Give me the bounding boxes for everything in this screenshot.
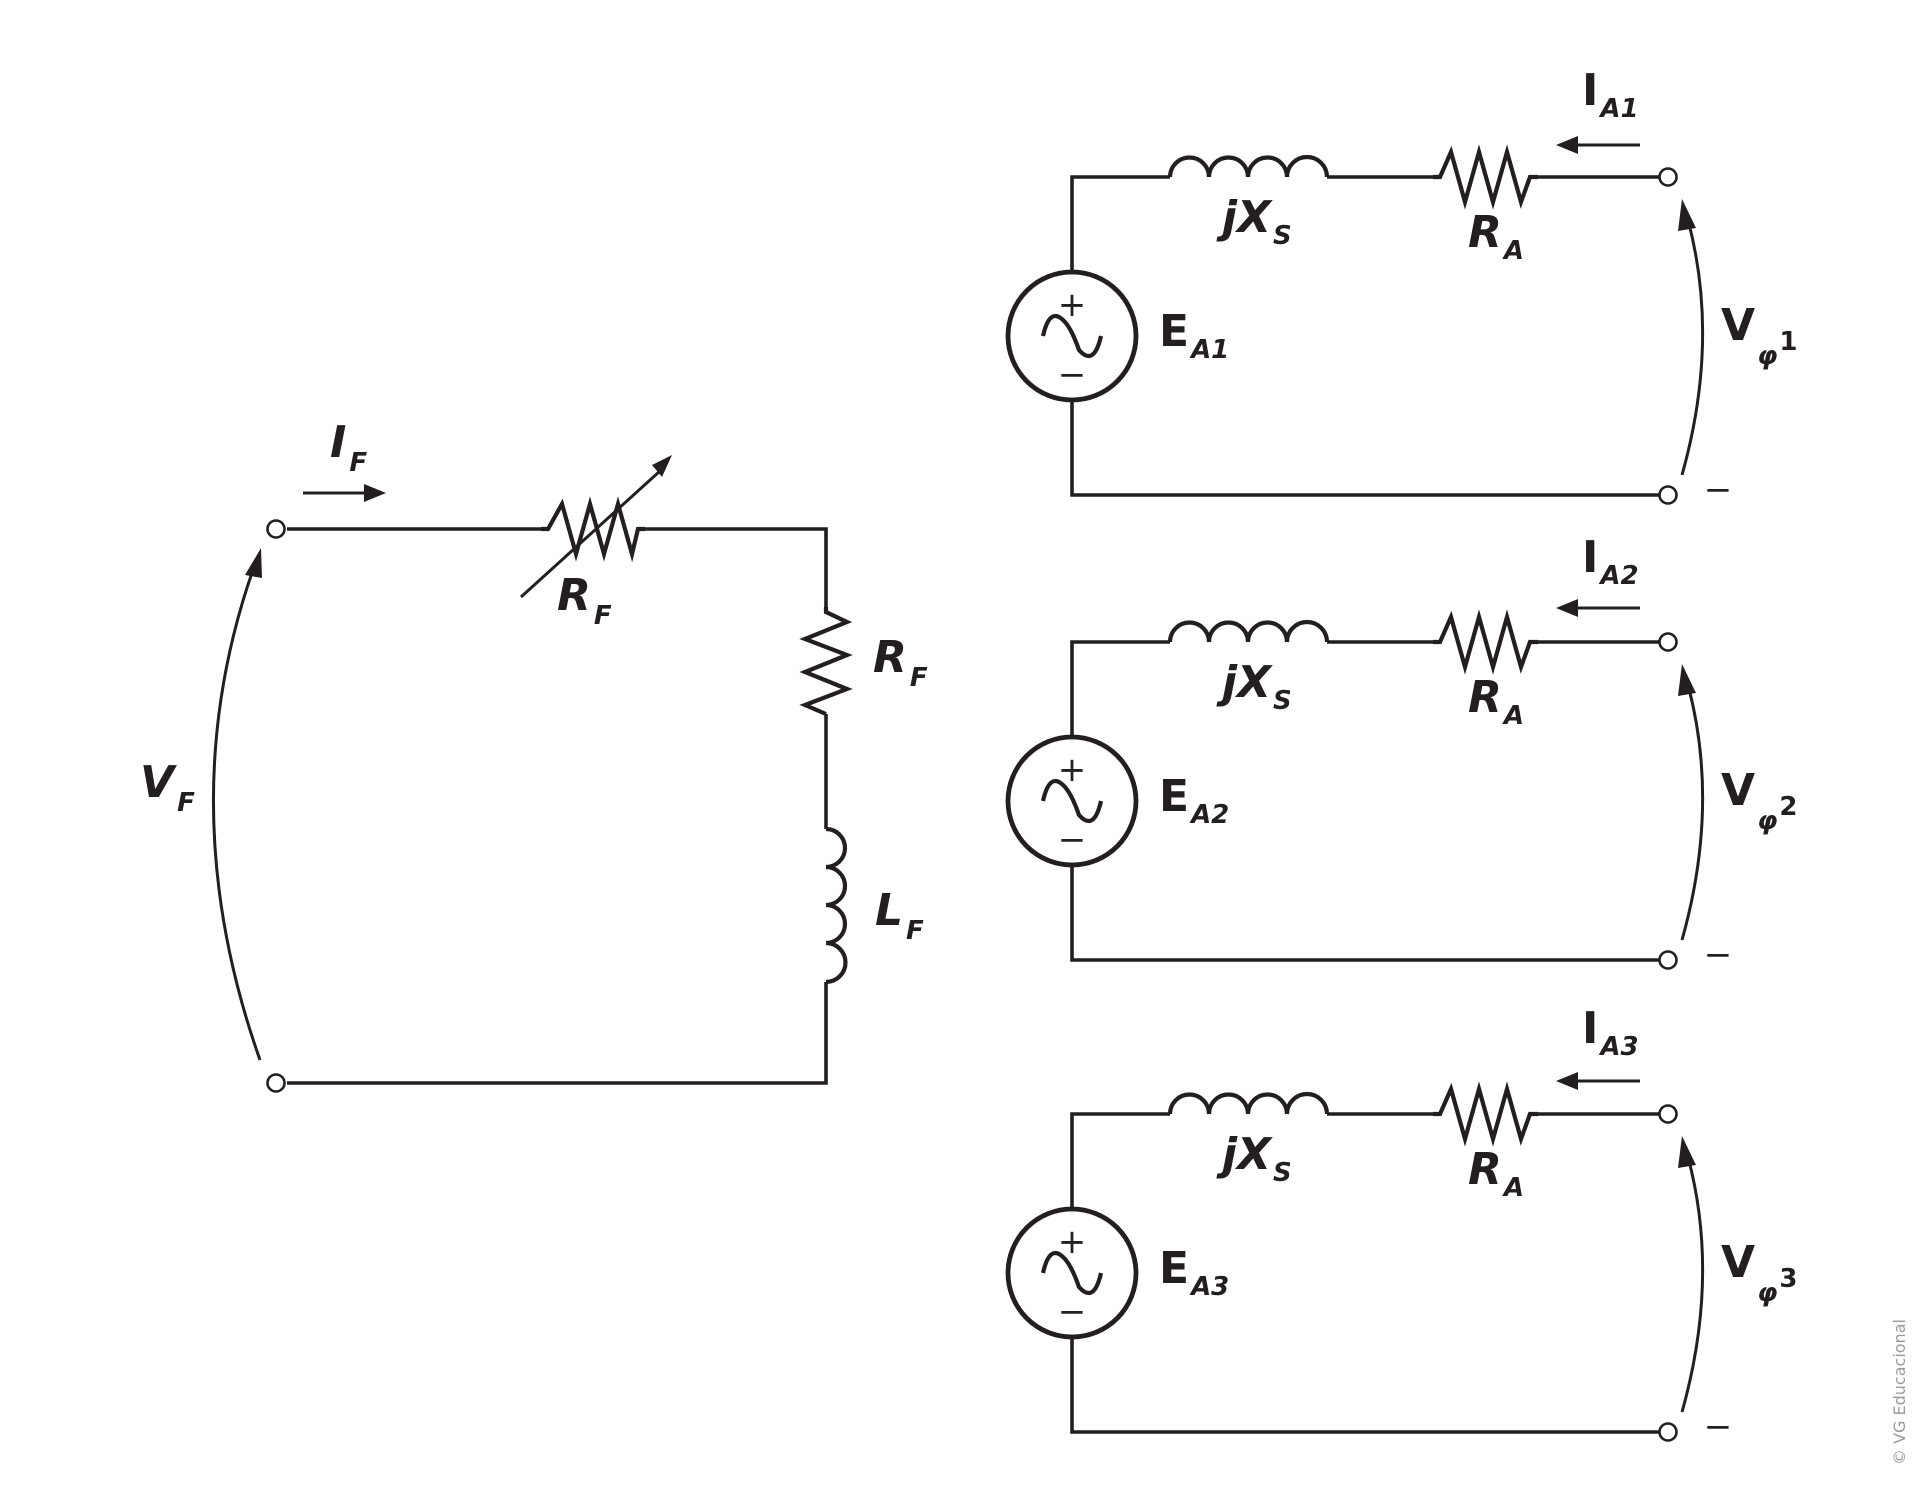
phase-1-current-label: IA1 bbox=[1582, 65, 1639, 124]
phase-2-resistor bbox=[1433, 609, 1538, 675]
phase-3-reactance-label: jXS bbox=[1216, 1129, 1292, 1188]
phase-1-resistance-label: RA bbox=[1468, 207, 1524, 266]
phase-circuit-2: + − − IA2 jXS RA EA2 Vφ2 bbox=[1005, 532, 1798, 975]
phase-1-terminal-top bbox=[1658, 167, 1678, 187]
sine-wave-icon bbox=[1040, 1250, 1104, 1296]
phase-3-left-wire bbox=[1070, 1112, 1170, 1209]
credit-text: © VG Educacional bbox=[1890, 1319, 1909, 1465]
phase-3-terminal-minus: − bbox=[1704, 1407, 1733, 1447]
sine-wave-icon bbox=[1040, 778, 1104, 824]
field-resistor bbox=[799, 607, 853, 716]
phase-3-minus: − bbox=[1058, 1292, 1087, 1332]
phase-1-inductor bbox=[1167, 154, 1330, 178]
phase-2-voltage-label: Vφ2 bbox=[1721, 765, 1798, 836]
armature-phases: + − − IA1 jXS RA EA1 Vφ1 bbox=[1005, 65, 1798, 1447]
phase-2-inductor bbox=[1167, 619, 1330, 643]
phase-1-left-wire bbox=[1070, 175, 1170, 272]
phase-1-minus: − bbox=[1058, 355, 1087, 395]
phase-3-emf-label: EA3 bbox=[1159, 1243, 1229, 1302]
phase-3-voltage-arc bbox=[1680, 1156, 1705, 1413]
phase-1-voltage-arc-head bbox=[1678, 199, 1696, 231]
phase-1-voltage-arc bbox=[1680, 219, 1705, 476]
phase-3-voltage-arc-head bbox=[1678, 1136, 1696, 1168]
phase-3-resistor bbox=[1433, 1081, 1538, 1147]
phase-2-terminal-bottom bbox=[1658, 950, 1678, 970]
field-current-arrow-head bbox=[364, 484, 386, 502]
phase-3-current-label: IA3 bbox=[1582, 1003, 1639, 1062]
field-terminal-top bbox=[266, 519, 286, 539]
phase-3-source-bottom-wire bbox=[1070, 1337, 1659, 1434]
phase-1-voltage-label: Vφ1 bbox=[1721, 300, 1798, 371]
phase-2-current-arrow-head bbox=[1556, 599, 1578, 617]
field-terminal-bottom bbox=[266, 1073, 286, 1093]
field-bottom-wire bbox=[287, 982, 828, 1085]
field-top-wire-right bbox=[645, 527, 828, 607]
phase-2-terminal-top bbox=[1658, 632, 1678, 652]
field-adjustable-resistor bbox=[541, 496, 645, 563]
phase-circuit-3: + − − IA3 jXS RA EA3 Vφ3 bbox=[1005, 1003, 1798, 1447]
phase-2-reactance-label: jXS bbox=[1216, 657, 1292, 716]
phase-3-terminal-bottom bbox=[1658, 1422, 1678, 1442]
phase-1-current-arrow-head bbox=[1556, 136, 1578, 154]
phase-2-left-wire bbox=[1070, 640, 1170, 737]
phase-3-terminal-top bbox=[1658, 1104, 1678, 1124]
phase-1-emf-label: EA1 bbox=[1159, 306, 1229, 365]
field-voltage-arc bbox=[211, 566, 262, 1061]
phase-2-current-label: IA2 bbox=[1582, 532, 1639, 591]
phase-2-voltage-arc bbox=[1680, 684, 1705, 941]
phase-2-resistance-label: RA bbox=[1468, 672, 1524, 731]
phase-3-plus: + bbox=[1058, 1222, 1087, 1262]
field-inductor bbox=[825, 826, 848, 985]
phase-3-voltage-label: Vφ3 bbox=[1721, 1237, 1798, 1308]
phase-2-emf-label: EA2 bbox=[1159, 771, 1229, 830]
phase-3-current-arrow-head bbox=[1556, 1072, 1578, 1090]
phase-1-source-bottom-wire bbox=[1070, 400, 1659, 497]
adjustable-arrow-head bbox=[652, 455, 672, 477]
phase-2-minus: − bbox=[1058, 820, 1087, 860]
phase-circuit-1: + − − IA1 jXS RA EA1 Vφ1 bbox=[1005, 65, 1798, 510]
phase-2-voltage-arc-head bbox=[1678, 664, 1696, 696]
phase-1-terminal-minus: − bbox=[1704, 470, 1733, 510]
adjustable-arrow bbox=[519, 469, 662, 599]
field-voltage-arc-head bbox=[245, 548, 262, 578]
phase-1-resistor bbox=[1433, 144, 1538, 210]
phase-1-terminal-bottom bbox=[1658, 485, 1678, 505]
phase-2-plus: + bbox=[1058, 750, 1087, 790]
phase-3-inductor bbox=[1167, 1091, 1330, 1115]
phase-1-reactance-label: jXS bbox=[1216, 192, 1292, 251]
phase-1-plus: + bbox=[1058, 285, 1087, 325]
phase-2-terminal-minus: − bbox=[1704, 935, 1733, 975]
phase-3-resistance-label: RA bbox=[1468, 1144, 1524, 1203]
phase-2-source-bottom-wire bbox=[1070, 865, 1659, 962]
sine-wave-icon bbox=[1040, 313, 1104, 359]
